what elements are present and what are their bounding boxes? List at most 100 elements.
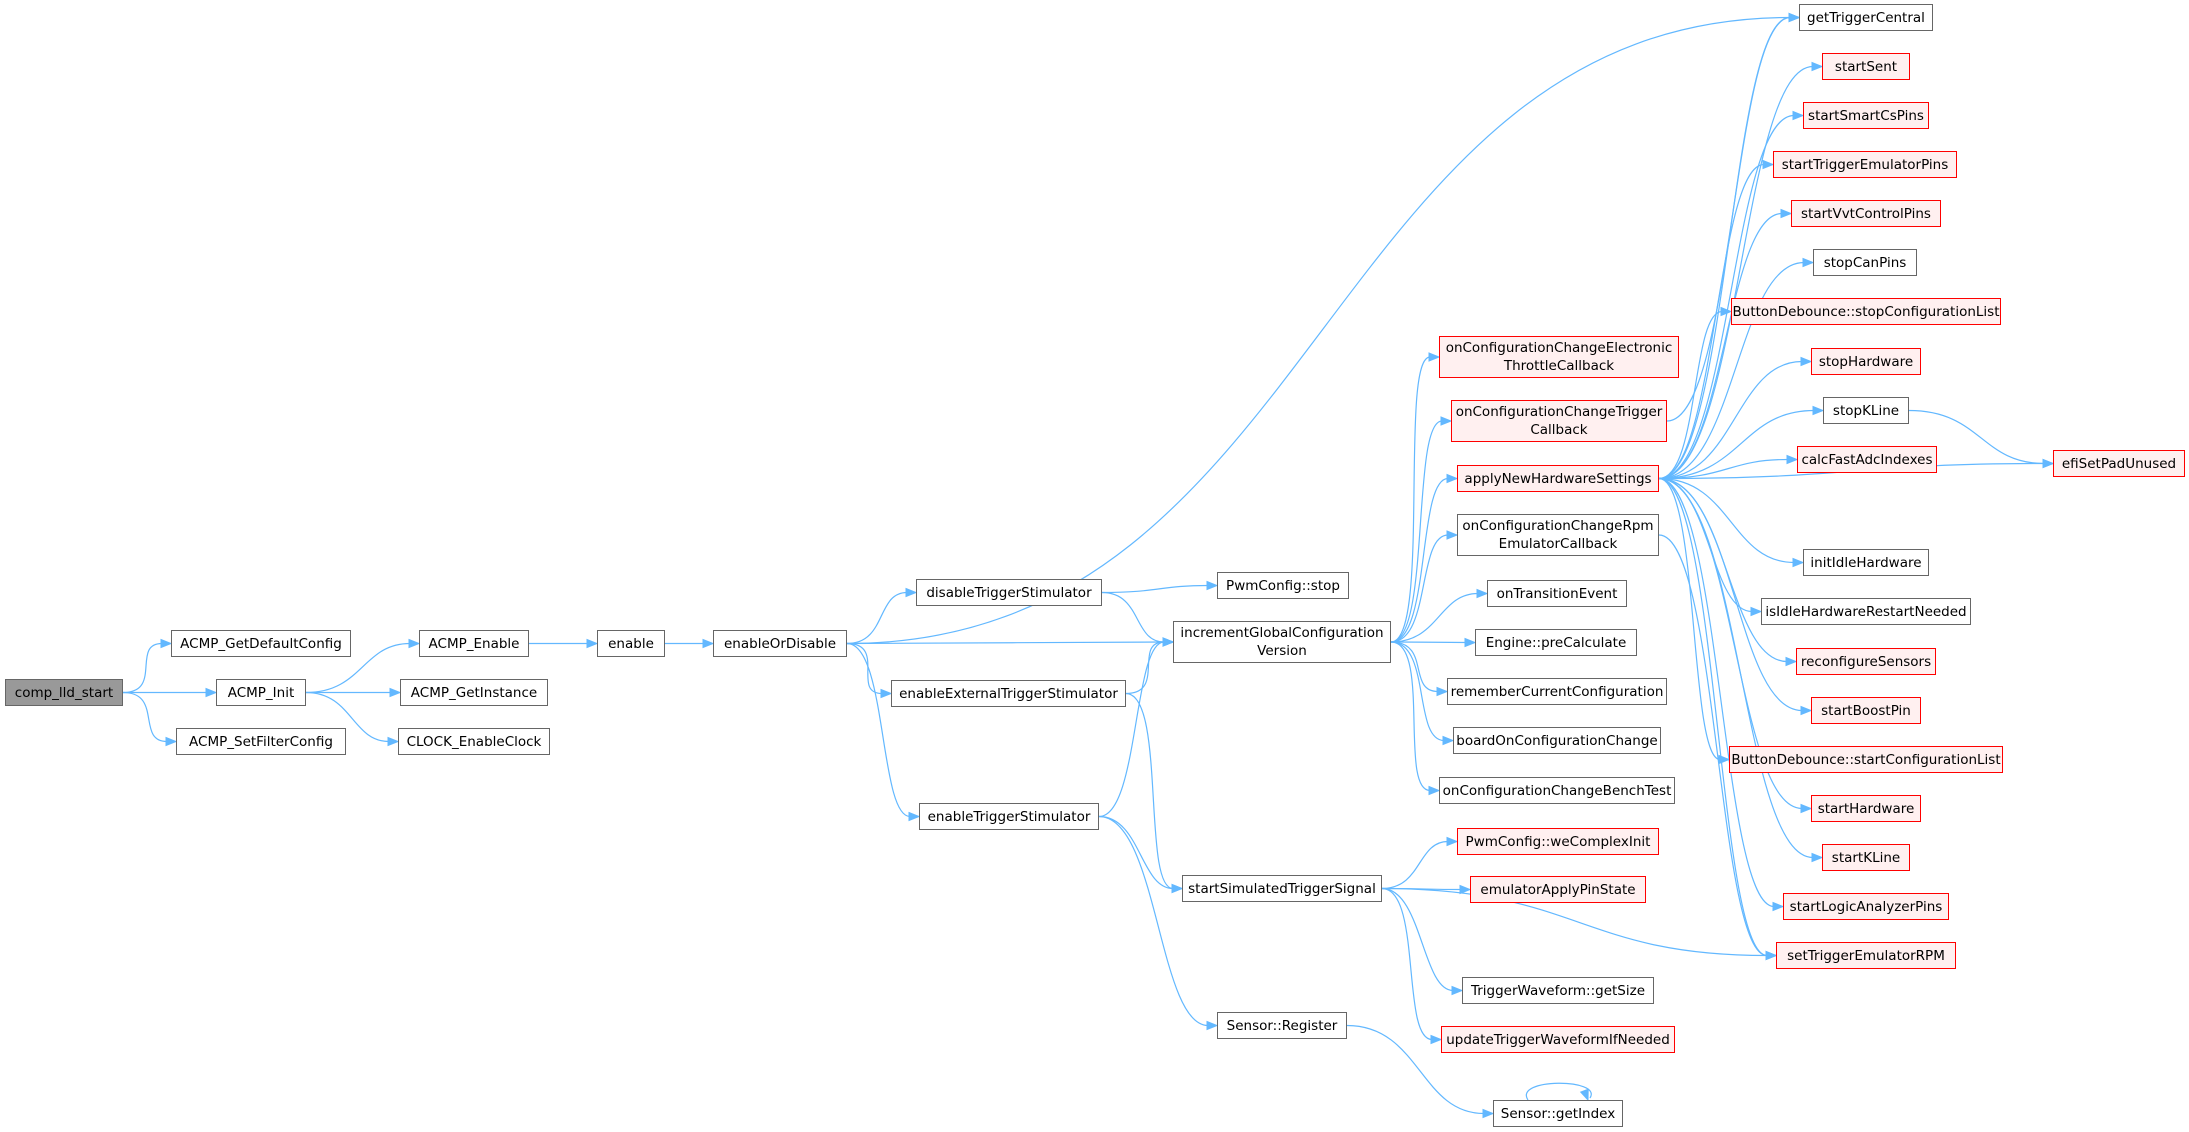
node-sensor-register[interactable]: Sensor::Register [1217,1012,1347,1039]
edge-arrowhead [1206,580,1219,591]
node-label: updateTriggerWaveformIfNeeded [1446,1031,1670,1048]
node-on-transition-event[interactable]: onTransitionEvent [1487,580,1627,607]
node-engine-pre-calculate[interactable]: Engine::preCalculate [1475,629,1637,656]
node-enable-trigger-stimulator[interactable]: enableTriggerStimulator [919,803,1099,830]
node-disable-trigger-stimulator[interactable]: disableTriggerStimulator [916,579,1102,606]
node-stop-hardware[interactable]: stopHardware [1811,348,1921,375]
node-start-kline[interactable]: startKLine [1822,844,1910,871]
edge-line [1658,310,1723,480]
node-sensor-get-index[interactable]: Sensor::getIndex [1493,1100,1623,1127]
edge-acmp-init-to-clock-enable-clock [305,691,400,747]
node-on-configuration-change-electronic-throttle-callback[interactable]: onConfigurationChangeElectronic Throttle… [1439,336,1679,378]
node-start-logic-analyzer-pins[interactable]: startLogicAnalyzerPins [1783,893,1949,920]
edge-line [1525,1082,1592,1101]
edge-arrowhead [1780,208,1793,219]
node-acmp-enable[interactable]: ACMP_Enable [419,630,529,657]
edge-apply-new-hardware-settings-to-get-trigger-central [1658,12,1801,480]
edge-line [1658,477,1788,663]
node-increment-global-configuration-version[interactable]: incrementGlobalConfiguration Version [1173,621,1391,663]
node-efi-set-pad-unused[interactable]: efiSetPadUnused [2053,450,2185,477]
node-acmp-init[interactable]: ACMP_Init [216,679,306,706]
node-update-trigger-waveform-if-needed[interactable]: updateTriggerWaveformIfNeeded [1441,1026,1675,1053]
edge-line [1346,1024,1485,1115]
edge-line [1381,887,1433,1041]
edge-line [1390,534,1449,643]
node-label: boardOnConfigurationChange [1456,732,1658,749]
edge-line [1658,114,1795,480]
node-label: onTransitionEvent [1496,585,1618,602]
edge-line [1390,641,1431,792]
edge-start-simulated-trigger-signal-to-pwm-config-we-complex-init [1381,836,1459,890]
node-acmp-get-instance[interactable]: ACMP_GetInstance [400,679,548,706]
node-emulator-apply-pin-state[interactable]: emulatorApplyPinState [1470,876,1646,903]
node-stop-can-pins[interactable]: stopCanPins [1813,249,1917,276]
edge-arrowhead [1720,306,1733,317]
node-label: isIdleHardwareRestartNeeded [1765,603,1967,620]
edge-line [846,591,908,645]
node-start-boost-pin[interactable]: startBoostPin [1811,697,1921,724]
node-clock-enable-clock[interactable]: CLOCK_EnableClock [398,728,550,755]
node-button-debounce-stop-configuration-list[interactable]: ButtonDebounce::stopConfigurationList [1731,298,2001,325]
node-enable[interactable]: enable [597,630,665,657]
edge-apply-new-hardware-settings-to-start-logic-analyzer-pins [1658,477,1785,912]
node-label: reconfigureSensors [1800,653,1932,670]
node-pwm-config-stop[interactable]: PwmConfig::stop [1217,572,1349,599]
node-init-idle-hardware[interactable]: initIdleHardware [1803,549,1929,576]
edge-arrowhead [1442,735,1455,746]
edge-sensor-register-to-sensor-get-index [1346,1024,1495,1119]
node-get-trigger-central[interactable]: getTriggerCentral [1799,4,1933,31]
node-stop-kline[interactable]: stopKLine [1823,397,1909,424]
edge-acmp-init-to-acmp-get-instance [305,687,402,698]
node-enable-or-disable[interactable]: enableOrDisable [713,630,847,657]
node-apply-new-hardware-settings[interactable]: applyNewHardwareSettings [1457,465,1659,492]
node-on-configuration-change-bench-test[interactable]: onConfigurationChangeBenchTest [1439,777,1675,804]
edge-arrowhead [1428,352,1441,362]
edge-apply-new-hardware-settings-to-button-debounce-start-configuration-list [1658,477,1731,765]
node-reconfigure-sensors[interactable]: reconfigureSensors [1796,648,1936,675]
edge-enable-trigger-stimulator-to-increment-global-configuration-version [1098,637,1175,818]
node-start-vvt-control-pins[interactable]: startVvtControlPins [1791,200,1941,227]
node-label: calcFastAdcIndexes [1801,451,1933,468]
node-acmp-set-filter-config[interactable]: ACMP_SetFilterConfig [176,728,346,755]
node-acmp-get-default-config[interactable]: ACMP_GetDefaultConfig [171,630,351,657]
edge-arrowhead [1812,405,1825,416]
node-label: setTriggerEmulatorRPM [1787,947,1945,964]
edge-arrowhead [1772,901,1785,912]
node-start-hardware[interactable]: startHardware [1811,795,1921,822]
edge-stop-kline-to-efi-set-pad-unused [1908,409,2055,469]
node-on-configuration-change-trigger-callback[interactable]: onConfigurationChangeTrigger Callback [1451,400,1667,442]
node-label: enableOrDisable [723,635,836,652]
node-enable-external-trigger-stimulator[interactable]: enableExternalTriggerStimulator [891,680,1126,707]
edge-apply-new-hardware-settings-to-calc-fast-adc-indexes [1658,454,1799,480]
edge-line [122,642,163,694]
node-label: TriggerWaveform::getSize [1470,982,1646,999]
node-button-debounce-start-configuration-list[interactable]: ButtonDebounce::startConfigurationList [1729,746,2003,773]
edge-line [1658,477,1803,712]
node-remember-current-configuration[interactable]: rememberCurrentConfiguration [1447,678,1667,705]
edge-arrowhead [1171,883,1184,894]
node-label: ButtonDebounce::stopConfigurationList [1732,303,2000,320]
node-board-on-configuration-change[interactable]: boardOnConfigurationChange [1453,727,1661,754]
edge-line [1658,261,1805,480]
node-on-configuration-change-rpm-emulator-callback[interactable]: onConfigurationChangeRpm EmulatorCallbac… [1457,514,1659,556]
node-calc-fast-adc-indexes[interactable]: calcFastAdcIndexes [1797,446,1937,473]
edge-line [1658,163,1765,480]
edge-line [846,642,911,818]
node-start-sent[interactable]: startSent [1822,53,1910,80]
edge-apply-new-hardware-settings-to-start-vvt-control-pins [1658,208,1793,480]
edge-arrowhead [1430,1034,1443,1045]
edge-apply-new-hardware-settings-to-init-idle-hardware [1658,477,1805,568]
node-start-trigger-emulator-pins[interactable]: startTriggerEmulatorPins [1773,151,1957,178]
node-set-trigger-emulator-rpm[interactable]: setTriggerEmulatorRPM [1776,942,1956,969]
edge-line [1381,840,1449,890]
node-pwm-config-we-complex-init[interactable]: PwmConfig::weComplexInit [1457,828,1659,855]
node-trigger-waveform-get-size[interactable]: TriggerWaveform::getSize [1462,977,1654,1004]
node-is-idle-hardware-restart-needed[interactable]: isIdleHardwareRestartNeeded [1761,598,1971,625]
node-label: ACMP_Init [227,684,295,701]
node-start-smart-cs-pins[interactable]: startSmartCsPins [1803,102,1929,129]
node-start-simulated-trigger-signal[interactable]: startSimulatedTriggerSignal [1182,875,1382,902]
edge-arrowhead [1206,1020,1219,1031]
node-label: onConfigurationChangeRpm EmulatorCallbac… [1462,518,1654,552]
edge-arrowhead [2042,458,2055,469]
